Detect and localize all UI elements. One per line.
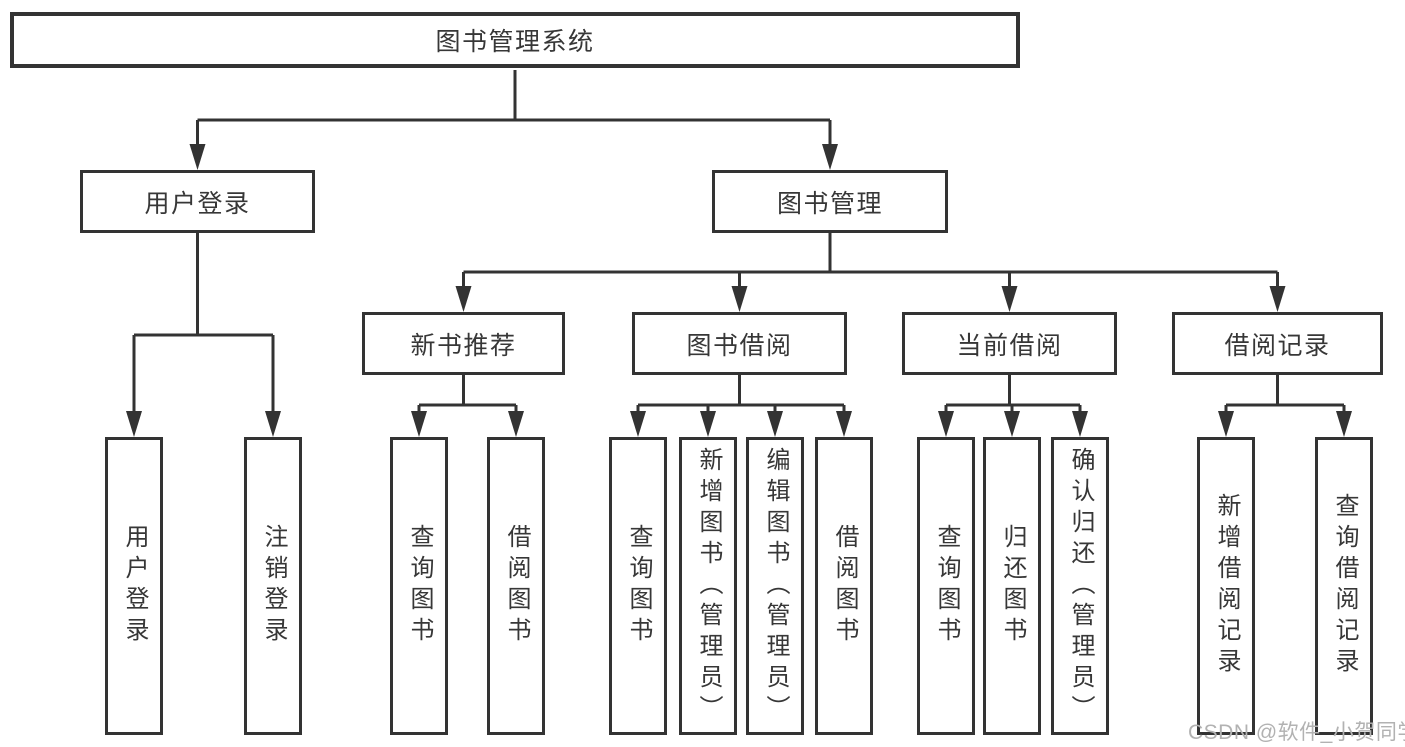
csdn-watermark: CSDN @软件_小贺同学 [1188,721,1405,744]
leaf-return-books: 归还图书 [983,437,1041,735]
leaf-label: 查询借阅记录 [1331,493,1358,679]
node-current-borrowing: 当前借阅 [902,312,1117,375]
leaf-label: 查询图书 [406,524,433,648]
leaf-borrow-books: 借阅图书 [815,437,873,735]
leaf-user-login: 用户登录 [105,437,163,735]
leaf-logout: 注销登录 [244,437,302,735]
leaf-edit-books-admin: 编辑图书（管理员） [746,437,804,735]
node-user-login: 用户登录 [80,170,315,233]
leaf-label: 编辑图书（管理员） [762,446,789,726]
leaf-label: 注销登录 [260,524,287,648]
leaf-add-books-admin: 新增图书（管理员） [679,437,737,735]
leaf-label: 借阅图书 [503,524,530,648]
leaf-query-borrow-record: 查询借阅记录 [1315,437,1373,735]
node-label: 图书借阅 [686,331,793,360]
node-borrowing-records: 借阅记录 [1172,312,1383,375]
leaf-borrow-books-recommend: 借阅图书 [487,437,545,735]
leaf-label: 借阅图书 [831,524,858,648]
leaf-query-books-recommend: 查询图书 [390,437,448,735]
leaf-add-borrow-record: 新增借阅记录 [1197,437,1255,735]
node-label: 借阅记录 [1224,331,1331,360]
leaf-label: 新增借阅记录 [1213,493,1240,679]
node-label: 图书管理系统 [435,28,595,56]
leaf-confirm-return-admin: 确认归还（管理员） [1051,437,1109,735]
leaf-label: 查询图书 [933,524,960,648]
node-book-management: 图书管理 [712,170,948,233]
node-book-management-system: 图书管理系统 [10,12,1020,68]
leaf-label: 用户登录 [121,524,148,648]
leaf-label: 归还图书 [999,524,1026,648]
node-label: 图书管理 [776,189,883,218]
leaf-query-books-borrow: 查询图书 [609,437,667,735]
node-book-borrowing: 图书借阅 [632,312,847,375]
node-label: 当前借阅 [956,331,1063,360]
leaf-label: 确认归还（管理员） [1067,446,1094,726]
node-label: 新书推荐 [410,331,517,360]
leaf-label: 新增图书（管理员） [695,446,722,726]
node-label: 用户登录 [144,189,251,218]
leaf-query-books-current: 查询图书 [917,437,975,735]
node-new-book-recommend: 新书推荐 [362,312,565,375]
leaf-label: 查询图书 [625,524,652,648]
